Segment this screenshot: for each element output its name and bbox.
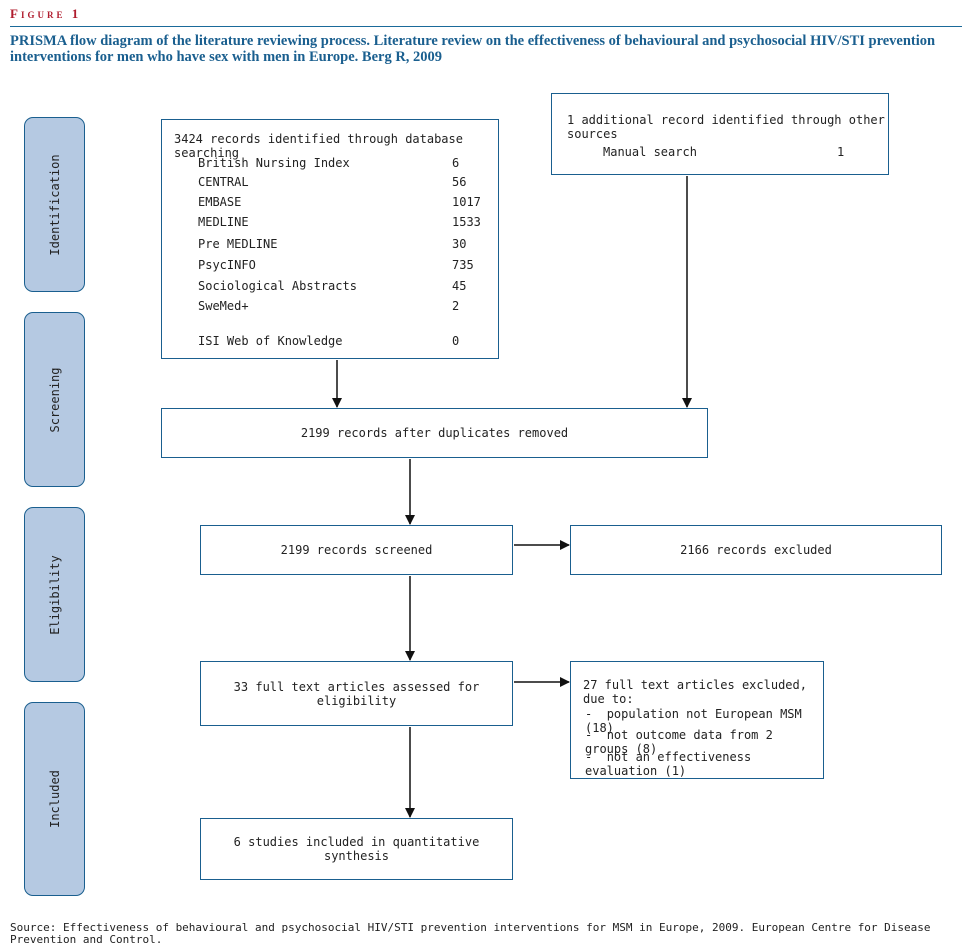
source-count: 2 <box>452 299 460 313</box>
source-count: 735 <box>452 258 474 272</box>
source-count: 1533 <box>452 215 481 229</box>
database-search-box: 3424 records identified through database… <box>161 119 499 359</box>
title-divider <box>10 26 962 27</box>
studies-included-box: 6 studies included in quantitative synth… <box>200 818 513 880</box>
source-name: Sociological Abstracts <box>198 279 357 293</box>
stage-eligibility: Eligibility <box>24 507 85 682</box>
fulltext-assessed-box: 33 full text articles assessed for eligi… <box>200 661 513 726</box>
source-name: British Nursing Index <box>198 156 350 170</box>
source-row: EMBASE 1017 <box>198 195 498 211</box>
database-search-heading: 3424 records identified through database… <box>174 132 463 160</box>
source-count: 56 <box>452 175 467 189</box>
source-name: PsycINFO <box>198 258 256 272</box>
figure-label: Figure 1 <box>10 6 82 21</box>
fulltext-excluded-box: 27 full text articles excluded, due to: … <box>570 661 824 779</box>
exclusion-reason-text: population not European MSM (18) <box>585 707 802 735</box>
source-row: MEDLINE 1533 <box>198 215 498 231</box>
source-count: 30 <box>452 237 467 251</box>
source-row: British Nursing Index 6 <box>198 156 498 172</box>
source-row: CENTRAL 56 <box>198 175 498 191</box>
source-note: Source: Effectiveness of behavioural and… <box>10 921 931 946</box>
source-row: ISI Web of Knowledge 0 <box>198 334 498 350</box>
source-name: SweMed+ <box>198 299 249 313</box>
records-excluded-box: 2166 records excluded <box>570 525 942 575</box>
other-sources-heading: 1 additional record identified through o… <box>567 113 885 141</box>
fulltext-excluded-heading: 27 full text articles excluded, due to: <box>583 678 807 706</box>
records-after-duplicates-box: 2199 records after duplicates removed <box>161 408 708 458</box>
exclusion-reason: - not outcome data from 2 groups (8) <box>585 728 773 756</box>
source-count: 45 <box>452 279 467 293</box>
other-source-count: 1 <box>837 145 845 159</box>
exclusion-reason-text: not outcome data from 2 groups (8) <box>585 728 773 756</box>
exclusion-reason: - not an effectiveness evaluation (1) <box>585 750 752 778</box>
source-count: 6 <box>452 156 460 170</box>
source-row: SweMed+ 2 <box>198 299 498 315</box>
figure-title: PRISMA flow diagram of the literature re… <box>10 33 936 65</box>
other-sources-box: 1 additional record identified through o… <box>551 93 889 175</box>
source-count: 0 <box>452 334 460 348</box>
stage-included: Included <box>24 702 85 896</box>
source-row: Sociological Abstracts 45 <box>198 279 498 295</box>
source-name: CENTRAL <box>198 175 249 189</box>
records-screened-box: 2199 records screened <box>200 525 513 575</box>
stage-screening: Screening <box>24 312 85 487</box>
source-row: Pre MEDLINE 30 <box>198 237 498 253</box>
source-name: Pre MEDLINE <box>198 237 278 251</box>
stage-identification: Identification <box>24 117 85 292</box>
source-name: EMBASE <box>198 195 242 209</box>
source-count: 1017 <box>452 195 481 209</box>
exclusion-reason: - population not European MSM (18) <box>585 707 802 735</box>
exclusion-reason-text: not an effectiveness evaluation (1) <box>585 750 752 778</box>
source-name: ISI Web of Knowledge <box>198 334 343 348</box>
other-source-name: Manual search <box>603 145 697 159</box>
source-row: PsycINFO 735 <box>198 258 498 274</box>
source-name: MEDLINE <box>198 215 249 229</box>
